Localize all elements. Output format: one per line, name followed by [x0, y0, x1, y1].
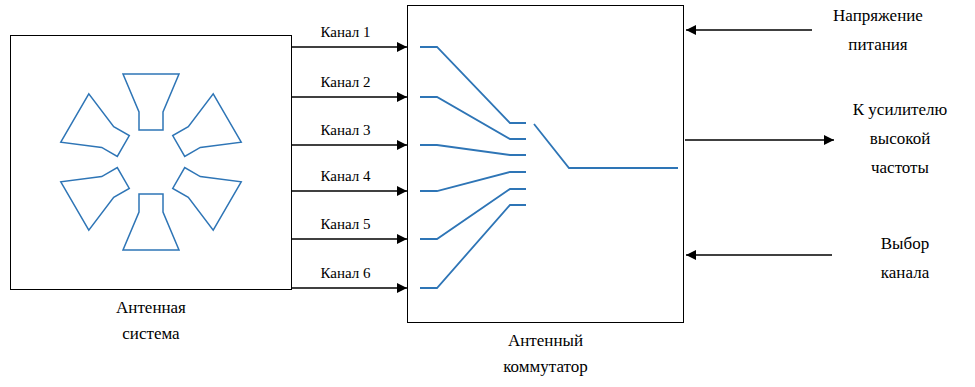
signal-name: Выбор канала: [864, 230, 946, 288]
power-arrow: [686, 29, 812, 31]
switch-contact: [420, 97, 526, 139]
channel-arrow: [292, 144, 407, 146]
signal-name: К усилителю высокой частоты: [842, 96, 958, 183]
horn-antenna: [61, 154, 137, 230]
channel-arrow: [292, 287, 407, 289]
switch-lever: [534, 124, 678, 168]
channel-arrow: [292, 190, 407, 192]
horn-antenna: [123, 194, 179, 250]
block-box: Антенный коммутатор: [407, 5, 684, 323]
output-arrow: [685, 139, 834, 141]
horn-antenna: [165, 94, 241, 170]
block-box: Антенная система: [10, 35, 292, 290]
channel-label: Канал 3: [318, 121, 372, 139]
channel-label: Канал 2: [318, 73, 372, 91]
channel-label: Канал 5: [318, 215, 372, 233]
channel-arrow: [292, 96, 407, 98]
channel-label: Канал 4: [318, 167, 372, 185]
block-caption: Антенный коммутатор: [494, 328, 598, 381]
horn-antenna: [165, 154, 241, 230]
switch-contact: [420, 205, 526, 288]
signal-arrows: [685, 30, 834, 255]
signal-name: Напряжение питания: [813, 2, 943, 60]
channel-arrow: [292, 238, 407, 240]
select-arrow: [686, 254, 832, 256]
horn-antenna: [123, 74, 179, 130]
horn-antenna: [61, 94, 137, 170]
channel-label: Канал 1: [318, 23, 372, 41]
switch-symbol: [420, 47, 678, 288]
switch-contact: [420, 189, 526, 239]
switch-contact: [420, 47, 526, 123]
horn-antennas: [61, 74, 241, 250]
channel-label: Канал 6: [318, 264, 372, 282]
block-caption: Антенная система: [99, 295, 203, 348]
switch-contact: [420, 145, 526, 155]
channel-arrow: [292, 46, 407, 48]
